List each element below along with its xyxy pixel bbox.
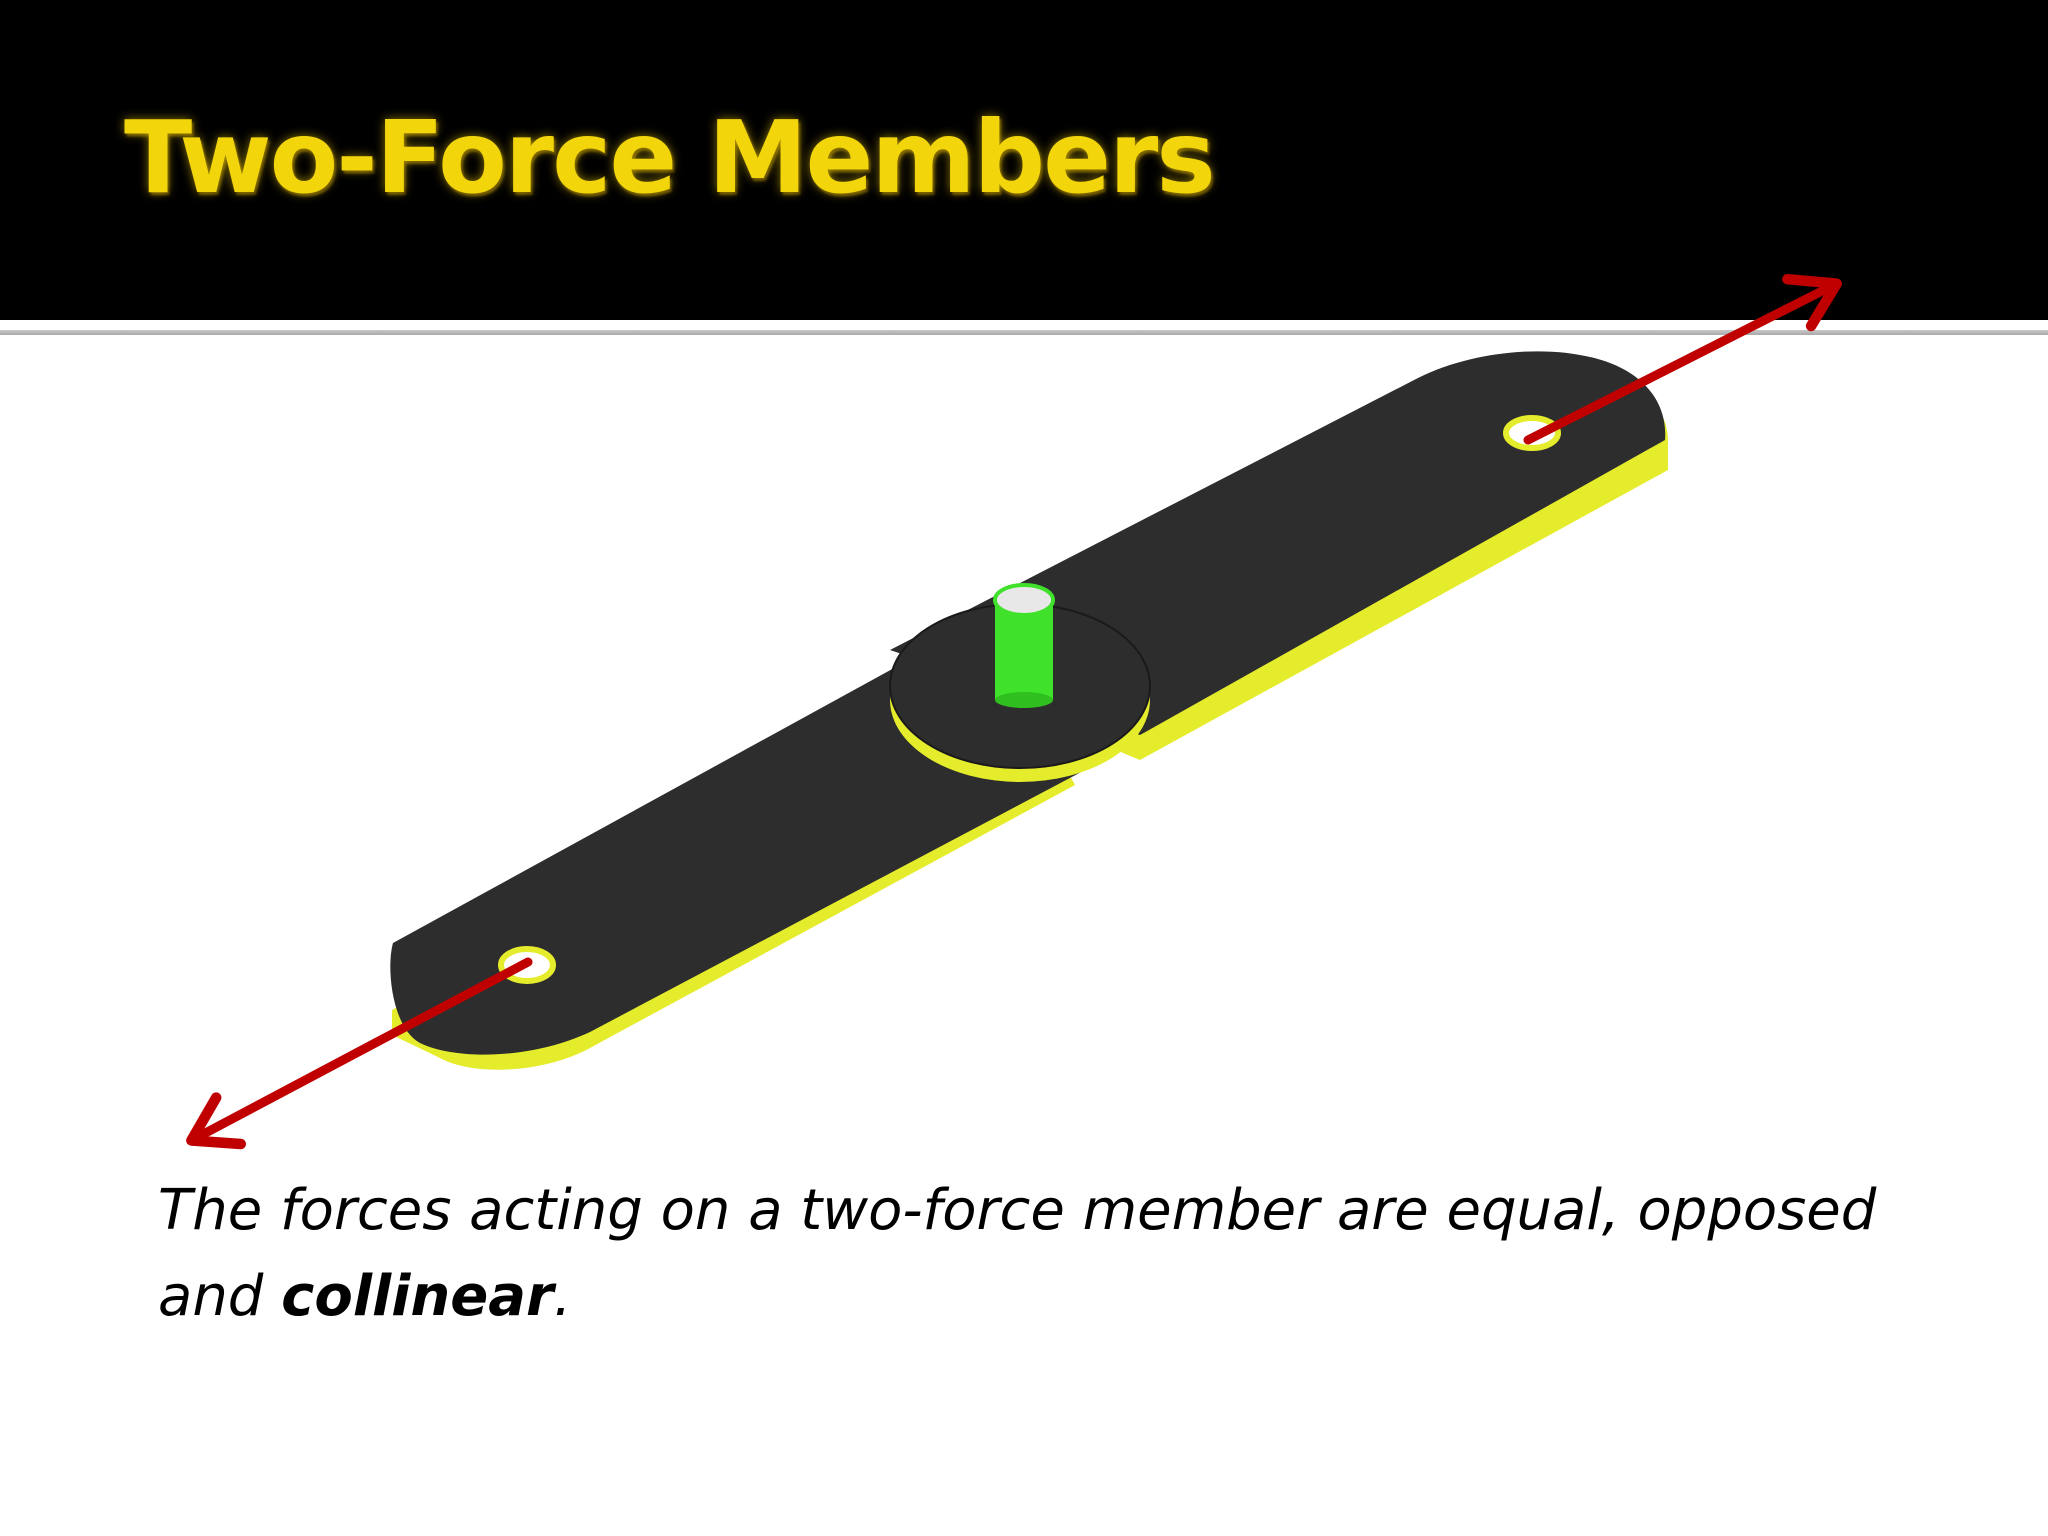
slide-title: Two-Force Members: [124, 99, 1216, 216]
caption-end: .: [553, 1264, 572, 1329]
title-bar: [0, 0, 2048, 320]
force-arrow-upper: [1523, 273, 1842, 445]
title-divider: [0, 330, 2048, 335]
slide-caption: The forces acting on a two-force member …: [158, 1168, 1938, 1340]
caption-text: The forces acting on a two-force member …: [158, 1178, 1877, 1329]
force-arrow-lower: [186, 957, 533, 1150]
caption-emphasis: collinear: [281, 1264, 554, 1329]
pin-base: [995, 692, 1053, 708]
pin-top: [993, 583, 1055, 617]
